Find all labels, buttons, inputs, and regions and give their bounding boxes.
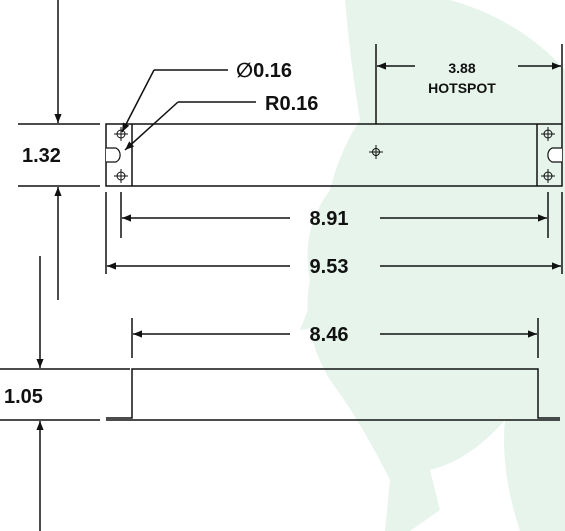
hole-spacing-label: 8.91: [310, 208, 349, 230]
height-1-05-dimension: [0, 256, 130, 531]
left-slot: [106, 147, 121, 163]
side-length-label: 8.46: [310, 324, 349, 346]
hole-spacing-dimension: [120, 192, 549, 238]
side-view-profile: [106, 368, 560, 421]
height-1-32-label: 1.32: [22, 145, 61, 167]
hotspot-center-icon: [369, 145, 383, 159]
slot-radius-leader: [124, 101, 256, 151]
hole-diameter-label: ∅0.16: [236, 60, 292, 82]
hole-diameter-leader: [121, 69, 228, 133]
left-top-hole-icon: [114, 127, 128, 141]
hotspot-dimension: [375, 44, 563, 124]
hotspot-value: 3.88: [448, 60, 475, 76]
overall-length-label: 9.53: [310, 256, 349, 278]
height-1-32-dimension: [18, 0, 100, 300]
right-slot: [547, 147, 562, 163]
left-bottom-hole-icon: [114, 169, 128, 183]
height-1-05-label: 1.05: [4, 386, 43, 408]
slot-radius-label: R0.16: [265, 93, 318, 115]
hotspot-label: HOTSPOT: [428, 80, 496, 96]
overall-length-dimension: [105, 192, 563, 274]
right-top-hole-icon: [541, 127, 555, 141]
right-bottom-hole-icon: [541, 169, 555, 183]
side-length-dimension: [131, 318, 539, 358]
